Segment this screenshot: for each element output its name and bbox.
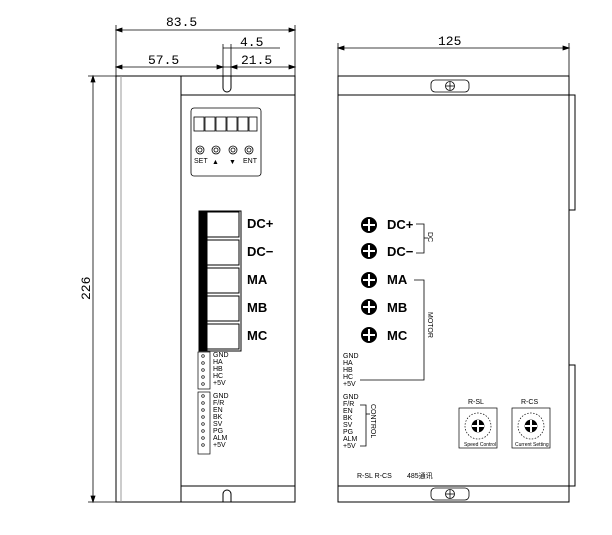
group-label-motor: MOTOR xyxy=(426,312,433,338)
side-body-outline xyxy=(337,75,570,503)
screw-dcp xyxy=(361,217,377,233)
control-pin-label: GND xyxy=(213,393,229,400)
dim-left-offset: 57.5 xyxy=(148,53,179,68)
hall-pin-label: GND xyxy=(213,352,229,359)
side-control-pin: +5V xyxy=(343,443,356,450)
front-terminal-ma: MA xyxy=(247,272,268,287)
side-hall-labels: GND HA HB HC +5V xyxy=(343,353,359,388)
control-pin-label: +5V xyxy=(213,442,226,449)
side-dimensions xyxy=(336,43,571,76)
side-terminal-mb: MB xyxy=(387,300,407,315)
side-hall-pin: +5V xyxy=(343,381,356,388)
control-pin-label: F/R xyxy=(213,400,224,407)
side-control-pin: EN xyxy=(343,408,353,415)
pot-rsl xyxy=(458,407,498,449)
control-pin-label: ALM xyxy=(213,435,228,442)
front-terminal-mb: MB xyxy=(247,300,267,315)
screw-mc xyxy=(361,327,377,343)
side-view xyxy=(337,75,576,503)
front-terminal-dcp: DC+ xyxy=(247,216,274,231)
side-bottom-text-485: 485通讯 xyxy=(407,471,433,480)
side-hall-pin: HA xyxy=(343,360,353,367)
button-label-set: SET xyxy=(194,158,208,165)
pot-rcs xyxy=(511,407,551,449)
screw-dcm xyxy=(361,243,377,259)
side-control-pin: ALM xyxy=(343,436,358,443)
side-control-pin: SV xyxy=(343,422,353,429)
hall-pin-label: HA xyxy=(213,359,223,366)
bottom-slot xyxy=(222,489,232,502)
side-control-pin: F/R xyxy=(343,401,354,408)
side-mount-tabs xyxy=(430,79,470,501)
side-bottom-text: R-SL R-CS xyxy=(357,473,392,480)
hall-connector xyxy=(197,351,211,390)
top-slot xyxy=(222,76,232,93)
front-dimensions xyxy=(88,25,297,504)
pot-label-rsl: R-SL xyxy=(468,399,484,406)
group-label-dc: DC xyxy=(426,232,433,242)
front-hall-labels: GND HA HB HC +5V xyxy=(213,352,229,387)
display-module xyxy=(190,107,262,177)
front-terminal-dcm: DC− xyxy=(247,244,274,259)
button-label-ent: ENT xyxy=(243,158,258,165)
side-control-pin: PG xyxy=(343,429,353,436)
side-terminal-dcp: DC+ xyxy=(387,217,414,232)
pot-caption-rcs: Current Setting xyxy=(515,442,549,448)
side-terminal-mc: MC xyxy=(387,328,408,343)
side-control-labels: GND F/R EN BK SV PG ALM +5V xyxy=(343,394,359,450)
dim-slot-width: 4.5 xyxy=(240,35,263,50)
button-label-up: ▲ xyxy=(212,159,219,166)
dim-side-width: 125 xyxy=(438,34,461,49)
side-terminal-screws xyxy=(361,217,377,343)
power-terminal-block xyxy=(198,210,242,352)
side-control-pin: GND xyxy=(343,394,359,401)
front-terminal-mc: MC xyxy=(247,328,268,343)
hall-pin-label: HB xyxy=(213,366,223,373)
side-terminal-ma: MA xyxy=(387,272,408,287)
control-pin-label: SV xyxy=(213,421,223,428)
screw-ma xyxy=(361,272,377,288)
front-control-labels: GND F/R EN BK SV PG ALM +5V xyxy=(213,393,229,449)
side-control-pin: BK xyxy=(343,415,353,422)
front-view xyxy=(115,75,296,503)
dim-height: 226 xyxy=(79,277,94,300)
control-connector xyxy=(197,391,211,455)
side-hall-pin: GND xyxy=(343,353,359,360)
control-pin-label: EN xyxy=(213,407,223,414)
dim-right-offset: 21.5 xyxy=(241,53,272,68)
hall-pin-label: +5V xyxy=(213,380,226,387)
pot-label-rcs: R-CS xyxy=(521,399,538,406)
front-body-outline xyxy=(115,75,296,503)
side-hall-pin: HC xyxy=(343,374,353,381)
control-pin-label: BK xyxy=(213,414,223,421)
pot-caption-rsl: Speed Control xyxy=(464,442,496,448)
side-hall-pin: HB xyxy=(343,367,353,374)
dim-total-width: 83.5 xyxy=(166,15,197,30)
screw-mb xyxy=(361,299,377,315)
side-terminal-dcm: DC− xyxy=(387,244,414,259)
side-group-brackets xyxy=(360,223,428,447)
hall-pin-label: HC xyxy=(213,373,223,380)
group-label-control: CONTROL xyxy=(369,404,376,438)
control-pin-label: PG xyxy=(213,428,223,435)
button-label-down: ▼ xyxy=(229,159,236,166)
